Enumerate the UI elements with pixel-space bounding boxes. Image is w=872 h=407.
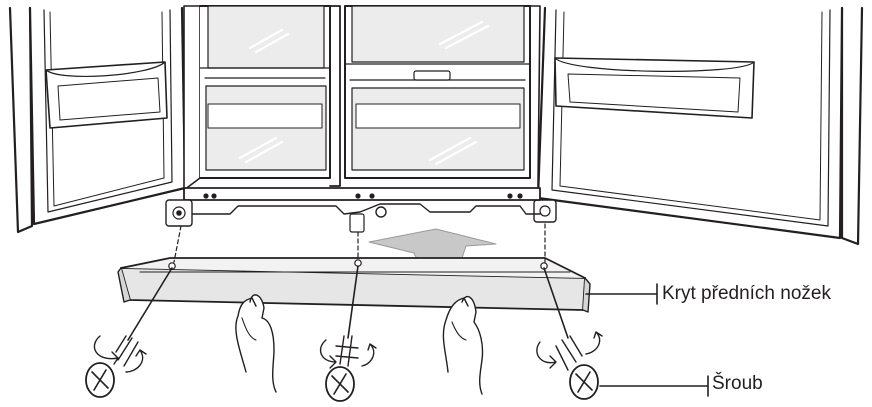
left-hand xyxy=(236,295,276,392)
leader-line-screw xyxy=(600,376,708,396)
leader-line-cover xyxy=(586,284,657,304)
fridge-cabinet xyxy=(166,6,540,232)
callout-front-leg-cover: Kryt předních nožek xyxy=(662,283,831,305)
callout-screw: Šroub xyxy=(712,373,763,395)
front-leg-cover xyxy=(118,258,590,312)
right-hand xyxy=(443,297,482,394)
install-line-left xyxy=(174,226,181,262)
left-door xyxy=(10,8,185,232)
right-door xyxy=(534,8,862,244)
